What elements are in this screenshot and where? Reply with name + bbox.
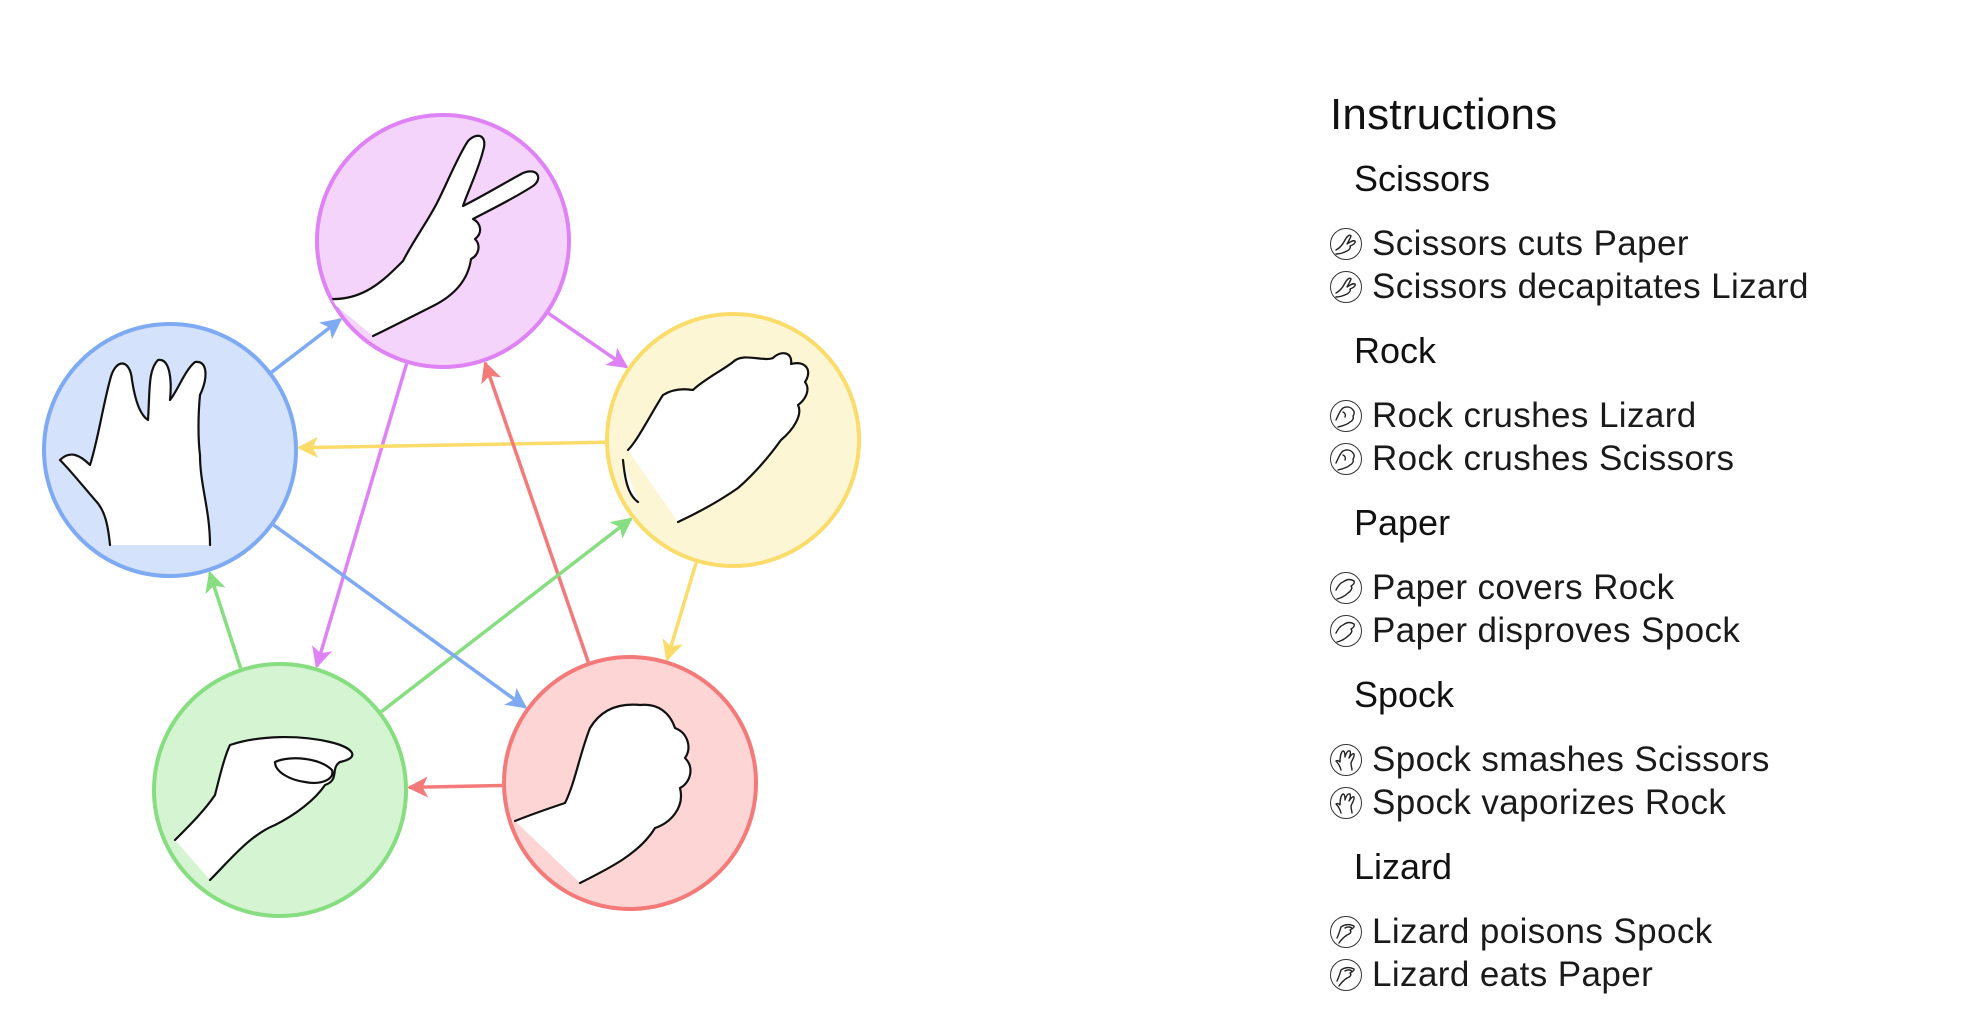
- rule-item: Lizard eats Paper: [1330, 953, 1890, 996]
- rule-text: Scissors cuts Paper: [1372, 223, 1689, 263]
- arrow-paper-to-rock: [662, 562, 698, 662]
- rule-item: Paper covers Rock: [1330, 566, 1890, 609]
- rule-text: Lizard eats Paper: [1372, 954, 1654, 994]
- node-lizard: [152, 662, 408, 918]
- group-title-lizard: Lizard: [1354, 846, 1453, 887]
- rule-text: Rock crushes Scissors: [1372, 438, 1735, 478]
- rule-item: Rock crushes Lizard: [1330, 394, 1890, 437]
- group-lizard: Lizard Lizard poisons Spock Lizard eats …: [1330, 846, 1890, 996]
- rule-item: Spock vaporizes Rock: [1330, 781, 1890, 824]
- rule-text: Paper disproves Spock: [1372, 610, 1741, 650]
- rule-item: Scissors decapitates Lizard: [1330, 265, 1890, 308]
- group-title-rock: Rock: [1354, 330, 1437, 371]
- arrow-paper-to-spock: [296, 436, 606, 458]
- paper-hand-icon: [1330, 614, 1362, 647]
- rule-text: Spock smashes Scissors: [1372, 739, 1770, 779]
- nodes-layer: [42, 113, 861, 918]
- group-title-paper: Paper: [1354, 502, 1451, 543]
- rule-item: Paper disproves Spock: [1330, 609, 1890, 652]
- rule-item: Scissors cuts Paper: [1330, 222, 1890, 265]
- arrow-spock-to-rock: [272, 523, 528, 709]
- rule-text: Rock crushes Lizard: [1372, 395, 1697, 435]
- lizard-hand-icon: [1330, 958, 1362, 991]
- rule-item: Lizard poisons Spock: [1330, 910, 1890, 953]
- group-spock: Spock Spock smashes Scissors Spock vapor…: [1330, 674, 1890, 824]
- rule-item: Spock smashes Scissors: [1330, 738, 1890, 781]
- rock-fist-icon: [1330, 442, 1362, 475]
- rule-item: Rock crushes Scissors: [1330, 437, 1890, 480]
- scissors-hand-icon: [1330, 227, 1362, 260]
- arrow-lizard-to-paper: [380, 517, 633, 714]
- rock-fist-icon: [513, 703, 692, 885]
- spock-hand-icon: [58, 358, 212, 547]
- rule-text: Paper covers Rock: [1372, 567, 1675, 607]
- scissors-hand-icon: [1330, 270, 1362, 303]
- rule-text: Scissors decapitates Lizard: [1372, 266, 1809, 306]
- lizard-hand-icon: [1330, 915, 1362, 948]
- arrow-scissors-to-paper: [547, 311, 629, 369]
- instructions-panel: Instructions Scissors Scissors cuts Pape…: [1330, 90, 1890, 1018]
- lizard-hand-icon: [173, 735, 354, 882]
- rule-text: Spock vaporizes Rock: [1372, 782, 1727, 822]
- paper-hand-icon: [1330, 571, 1362, 604]
- arrow-scissors-to-lizard: [312, 363, 409, 669]
- rpsls-diagram: [42, 113, 861, 918]
- arrow-rock-to-scissors: [481, 360, 590, 663]
- group-title-scissors: Scissors: [1354, 158, 1491, 199]
- group-rock: Rock Rock crushes Lizard Rock crushes Sc…: [1330, 330, 1890, 480]
- node-paper: [605, 312, 861, 568]
- node-scissors: [315, 113, 571, 369]
- node-spock: [42, 322, 298, 578]
- group-paper: Paper Paper covers Rock Paper disproves …: [1330, 502, 1890, 652]
- group-scissors: Scissors Scissors cuts Paper Scissors de…: [1330, 158, 1890, 308]
- instructions-title: Instructions: [1330, 90, 1558, 139]
- arrow-spock-to-scissors: [270, 318, 343, 374]
- rule-text: Lizard poisons Spock: [1372, 911, 1713, 951]
- group-title-spock: Spock: [1354, 674, 1455, 715]
- node-rock: [502, 655, 758, 911]
- scissors-hand-icon: [326, 134, 540, 338]
- paper-hand-icon: [621, 352, 810, 524]
- arrow-rock-to-lizard: [406, 776, 503, 798]
- rock-fist-icon: [1330, 399, 1362, 432]
- spock-hand-icon: [1330, 786, 1362, 819]
- spock-hand-icon: [1330, 743, 1362, 776]
- edges-layer: [205, 311, 698, 798]
- arrow-lizard-to-spock: [205, 570, 243, 669]
